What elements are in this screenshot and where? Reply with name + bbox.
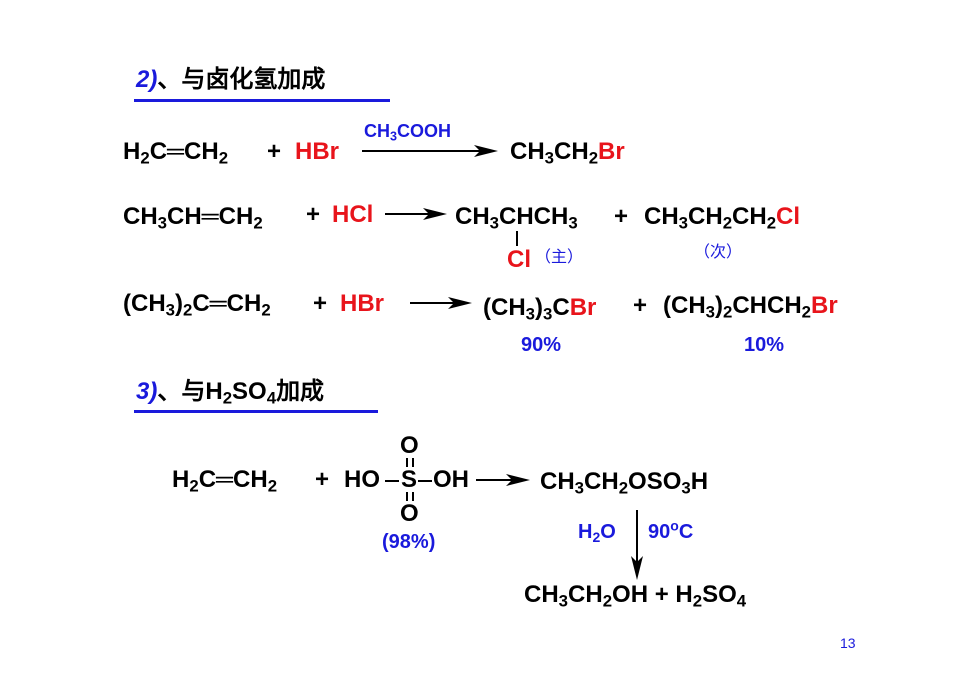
acid-bond-right xyxy=(418,480,432,482)
r2-plus-2: + xyxy=(614,203,629,230)
r2-bond-line xyxy=(516,231,518,246)
r1-condition: CH3COOH xyxy=(364,121,452,144)
acid-oh-group: OH xyxy=(433,466,469,493)
r4-reaction-arrow xyxy=(476,474,530,486)
r3-reagent-hbr: HBr xyxy=(340,290,385,317)
r4-final-products: CH3CH2OH + H2SO4 xyxy=(524,581,747,611)
acid-sulfur: S xyxy=(401,466,418,493)
r3-plus-2: + xyxy=(633,292,648,319)
heading-number: 3) xyxy=(136,378,158,405)
section-heading-h2so4-addition: 3)、与H2SO4加成 xyxy=(136,378,325,408)
acid-double-bond-top-b xyxy=(412,458,414,467)
acid-double-bond-top-a xyxy=(406,458,408,467)
r2-reactant-propene: CH3CH═CH2 xyxy=(123,203,263,233)
r2-chlorine-substituent: Cl xyxy=(507,246,531,273)
r2-product-minor: CH3CH2CH2Cl xyxy=(644,203,801,233)
r2-product-main: CH3CHCH3 xyxy=(455,203,578,233)
r1-reagent-hbr: HBr xyxy=(295,138,340,165)
r3-plus: + xyxy=(313,290,328,317)
r3-reactant-isobutene: (CH3)2C═CH2 xyxy=(123,290,271,320)
acid-ho-group: HO xyxy=(344,466,380,493)
heading-text: 、与卤化氢加成 xyxy=(157,66,326,93)
acid-oxygen-top: O xyxy=(400,432,419,459)
acid-concentration: (98%) xyxy=(382,531,436,553)
r1-reactant-ethene: H2C═CH2 xyxy=(123,138,229,168)
acid-double-bond-bottom-b xyxy=(412,492,414,501)
r3-reaction-arrow xyxy=(410,297,472,309)
r3-product-minor: (CH3)2CHCH2Br xyxy=(663,292,838,322)
r2-main-label: （主） xyxy=(535,249,584,266)
page-number: 13 xyxy=(840,635,856,651)
r4-hydrolysis-arrow xyxy=(631,510,643,580)
heading-underline xyxy=(134,410,378,413)
r2-minor-label: （次） xyxy=(694,244,743,261)
r4-condition-temperature: 90oC xyxy=(648,517,694,543)
r4-condition-water: H2O xyxy=(578,521,616,545)
acid-bond-left xyxy=(385,480,399,482)
heading-number: 2) xyxy=(136,66,158,93)
r3-minor-percentage: 10% xyxy=(744,334,785,356)
acid-oxygen-bottom: O xyxy=(400,500,419,527)
r4-plus: + xyxy=(315,466,330,493)
r4-product-ethyl-hydrogen-sulfate: CH3CH2OSO3H xyxy=(540,468,709,498)
r2-reaction-arrow xyxy=(385,208,447,220)
r2-plus: + xyxy=(306,201,321,228)
r1-product: CH3CH2Br xyxy=(510,138,625,168)
r1-plus: + xyxy=(267,138,282,165)
heading-underline xyxy=(134,99,390,102)
section-heading-hx-addition: 2)、与卤化氢加成 xyxy=(136,66,325,94)
r2-reagent-hcl: HCl xyxy=(332,201,374,228)
r3-product-main: (CH3)3CBr xyxy=(483,294,597,324)
acid-double-bond-bottom-a xyxy=(406,492,408,501)
r4-reactant-ethene: H2C═CH2 xyxy=(172,466,278,496)
r3-main-percentage: 90% xyxy=(521,334,562,356)
r1-reaction-arrow xyxy=(362,145,498,157)
